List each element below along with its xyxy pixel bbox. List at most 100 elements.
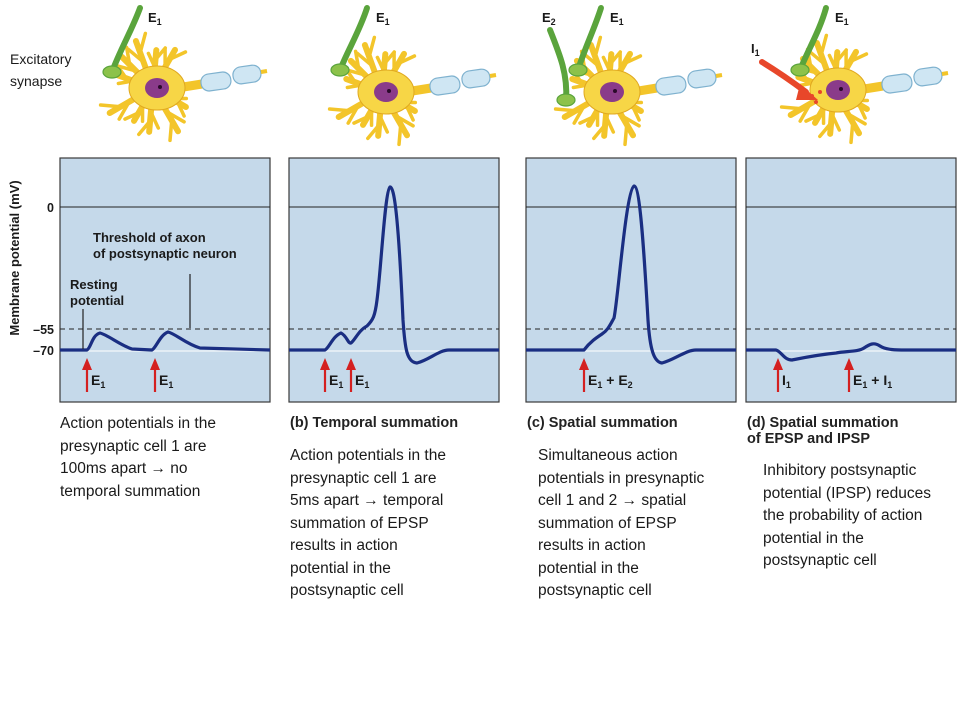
plot-panel-c: E1 + E2(c) Spatial summation	[525, 157, 737, 431]
stimulus-arrowhead	[579, 358, 589, 370]
myelin-sheath	[655, 75, 687, 96]
dendrite-branch	[622, 54, 643, 66]
neuron-input-label: E1	[376, 10, 390, 27]
dendrite-branch	[856, 102, 867, 120]
dendrite-branch	[98, 103, 123, 109]
neuron-input-label: E2	[542, 10, 556, 27]
dendrite-branch	[630, 104, 641, 122]
dendrite-branch	[123, 110, 141, 121]
synaptic-terminal	[556, 93, 576, 107]
caption-panel-b: Action potentials in the presynaptic cel…	[290, 447, 446, 599]
dendrite-branch	[138, 31, 148, 55]
plot-background	[59, 157, 271, 403]
y-tick-label: –55	[33, 323, 54, 337]
membrane-trace	[60, 330, 271, 352]
dendrite-branch	[375, 55, 386, 73]
dendrite-branch	[378, 114, 390, 134]
y-tick-label: 0	[47, 201, 54, 215]
dendrite-branch	[819, 33, 829, 57]
dendrite-branch	[846, 112, 867, 126]
myelin-sheath	[913, 66, 943, 87]
neuron-input-label: E1	[835, 10, 849, 27]
myelin-sheath	[687, 68, 717, 89]
caption-panel-a: Action potentials in the presynaptic cel…	[60, 415, 216, 500]
nucleolus	[613, 89, 617, 93]
caption-panel-c: Simultaneous action potentials in presyn…	[538, 447, 705, 599]
synaptic-terminal	[790, 63, 810, 77]
dendrite-branch	[807, 49, 827, 66]
dendrite-branch	[818, 121, 833, 139]
dendrite-branch	[352, 114, 370, 125]
plot-background	[745, 157, 957, 403]
dendrite-branch	[830, 112, 842, 132]
dendrite-branch	[620, 114, 641, 128]
membrane-trace	[746, 342, 956, 362]
nucleus	[374, 82, 398, 102]
myelin-sheath	[881, 73, 913, 94]
stimulus-label: E1	[355, 372, 369, 390]
dendrite-branch	[149, 110, 161, 130]
excitatory-synapse-label: Excitatory synapse	[10, 51, 72, 89]
neuron-a: E1	[98, 5, 268, 143]
dendrite-branch	[126, 47, 146, 64]
dendrite-branch	[804, 112, 822, 123]
neuron-input-label: I1	[751, 41, 760, 58]
axon-end	[715, 73, 723, 78]
dendrite-branch	[168, 118, 174, 143]
dendrite-branch	[404, 104, 415, 122]
dendrite-branch	[592, 123, 607, 141]
dendrite-branch	[146, 51, 157, 69]
stimulus-label: E1	[329, 372, 343, 390]
nucleolus	[158, 85, 162, 89]
synaptic-terminal	[330, 63, 350, 77]
dendrite-branch	[117, 64, 138, 73]
y-axis: Membrane potential (mV) 0–55–70	[7, 180, 54, 358]
resting-annotation: Resting	[70, 277, 118, 292]
myelin-sheath	[200, 71, 232, 92]
plot-panel-a: E1 E1	[59, 157, 271, 403]
synaptic-terminal	[102, 65, 122, 79]
membrane-trace	[289, 185, 499, 365]
dendrite-branch	[553, 107, 578, 113]
stimulus-arrowhead	[346, 358, 356, 370]
stimulus-label: E1 + E2	[588, 372, 633, 390]
membrane-trace	[526, 184, 736, 365]
dendrite-branch	[366, 123, 381, 141]
axon-end	[489, 73, 497, 78]
dendrite-branch	[604, 114, 616, 134]
panel-label: (d) Spatial summation	[747, 415, 898, 431]
dendrite-branch	[849, 120, 855, 145]
presynaptic-axon	[547, 27, 570, 103]
dendrite-branch	[355, 51, 375, 68]
dendrite-branch	[175, 100, 186, 118]
dendrite-branch	[827, 53, 838, 71]
nucleolus	[387, 89, 391, 93]
threshold-annotation: Threshold of axon	[93, 230, 206, 245]
stimulus-label: I1	[782, 372, 791, 390]
dendrite-branch	[779, 105, 804, 111]
stimulus-arrowhead	[82, 358, 92, 370]
stimulus-label: E1 + I1	[853, 372, 892, 390]
caption-panel-d: Inhibitory postsynaptic potential (IPSP)…	[763, 462, 932, 569]
nucleus	[826, 80, 850, 100]
dendrite-branch	[623, 122, 629, 147]
stimulus-arrowhead	[320, 358, 330, 370]
stimulus-arrowhead	[150, 358, 160, 370]
neurotransmitter-dot	[818, 90, 822, 94]
dendrite-branch	[578, 114, 596, 125]
neurotransmitter-dot	[810, 94, 814, 98]
stimulus-label: E1	[91, 372, 105, 390]
nucleolus	[839, 87, 843, 91]
dendrite-branch	[593, 35, 603, 59]
stimulus-label: E1	[159, 372, 173, 390]
dendrite-branch	[397, 122, 403, 147]
myelin-sheath	[461, 68, 491, 89]
dendrite-branch	[572, 104, 586, 125]
y-axis-title: Membrane potential (mV)	[7, 180, 22, 335]
dendrite-branch	[601, 55, 612, 73]
neuron-b: E1	[327, 5, 497, 147]
